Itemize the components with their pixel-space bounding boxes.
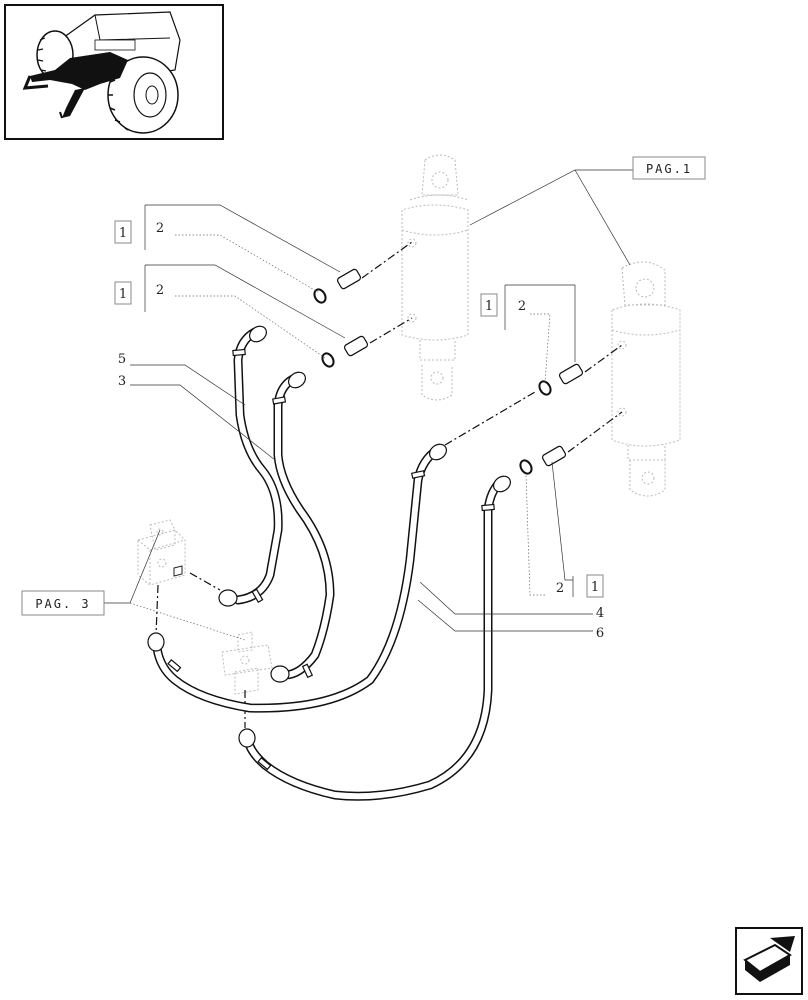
part-number-2: 2 — [156, 221, 164, 236]
part-number-3[interactable]: 3 — [118, 374, 126, 389]
ref-number-1: 1 — [591, 580, 599, 595]
callout-1-2-left-mid[interactable]: 1 2 — [114, 265, 164, 312]
part-number-5[interactable]: 5 — [118, 352, 126, 367]
o-rings — [313, 288, 552, 475]
hose-3 — [273, 373, 335, 680]
part-number-4[interactable]: 4 — [596, 606, 604, 621]
tee-fitting-ghost — [221, 631, 273, 695]
lift-cylinder-left-ghost — [401, 154, 469, 401]
svg-text:PAG.1: PAG.1 — [646, 162, 692, 176]
part-number-2: 2 — [156, 283, 164, 298]
hose-4 — [152, 445, 442, 713]
leader-lines — [104, 169, 633, 641]
hose-ferrules — [167, 348, 495, 771]
valve-block-ghost — [137, 519, 186, 586]
svg-text:PAG. 3: PAG. 3 — [35, 597, 90, 611]
hose-6 — [243, 477, 505, 801]
alignment-lines — [155, 241, 623, 728]
next-page-arrow-icon[interactable] — [735, 927, 803, 995]
ref-number-1: 1 — [119, 287, 127, 302]
callout-1-2-right-top[interactable]: 1 2 — [480, 285, 526, 330]
page-ref-pag-3[interactable]: PAG. 3 — [21, 590, 105, 616]
adapter-fittings — [336, 268, 584, 467]
ref-number-1: 1 — [119, 226, 127, 241]
page-ref-pag-1[interactable]: PAG.1 — [632, 156, 706, 180]
tractor-front-loader-icon — [22, 11, 181, 134]
hose-end-nuts — [147, 325, 511, 748]
tractor-thumbnail — [4, 4, 224, 140]
part-number-2: 2 — [556, 581, 564, 596]
ref-number-1: 1 — [485, 299, 493, 314]
callout-1-2-left-top[interactable]: 1 2 — [114, 205, 164, 250]
part-number-6[interactable]: 6 — [596, 626, 604, 641]
callout-2-1-right-bottom[interactable]: 2 1 — [556, 574, 604, 598]
hose-5 — [233, 327, 283, 605]
part-number-2: 2 — [518, 299, 526, 314]
lift-cylinder-right-ghost — [611, 261, 681, 497]
